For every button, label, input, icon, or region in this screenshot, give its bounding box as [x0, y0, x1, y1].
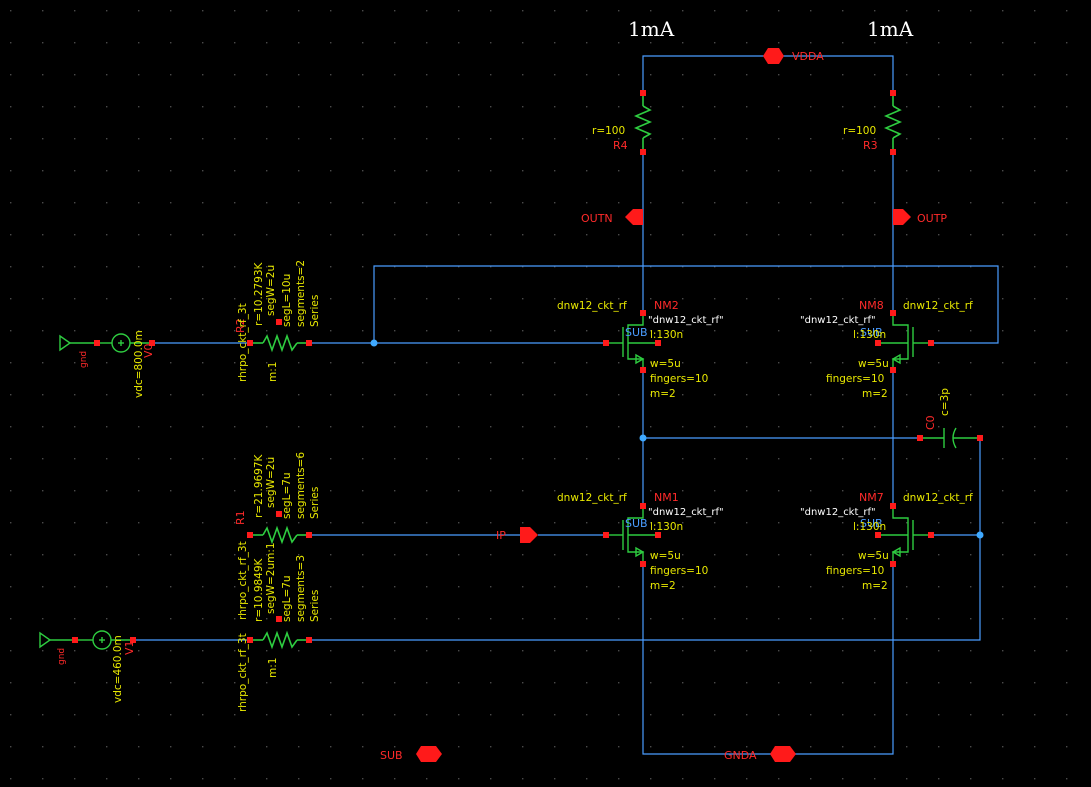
outp-pin-label: OUTP	[917, 212, 947, 225]
nm2-model-quoted: "dnw12_ckt_rf"	[648, 315, 724, 326]
ip-pin[interactable]: IP	[496, 527, 538, 543]
r2-segments: segments=2	[295, 260, 307, 327]
nm1-name: NM1	[654, 491, 679, 504]
resistor-r2[interactable]: R2 r=10.2793K segW=2u segL=10u segments=…	[234, 260, 321, 382]
r0-m: m:1	[267, 658, 279, 678]
r3-value: r=100	[843, 125, 876, 137]
outn-pin-label: OUTN	[581, 212, 613, 225]
nm7-sub: SUB	[860, 517, 883, 530]
gnda-pin-label: GNDA	[724, 749, 757, 762]
nm1-l: l:130n	[650, 521, 683, 533]
nm1-w: w=5u	[650, 550, 681, 562]
nm8-fingers: fingers=10	[826, 373, 884, 385]
nm8-name: NM8	[859, 299, 884, 312]
nm2-m: m=2	[650, 388, 676, 400]
r2-name: R2	[234, 318, 247, 333]
nm1-fingers: fingers=10	[650, 565, 708, 577]
v1-vdc: vdc=460.0m	[112, 635, 124, 703]
r0-model-top: rhrpo_ckt_rf_3t	[237, 541, 249, 620]
nm2-sub: SUB	[625, 326, 648, 339]
grid-dots	[10, 10, 1068, 780]
r3-name: R3	[863, 139, 878, 152]
junction-dot	[639, 434, 647, 442]
r4-value: r=100	[592, 125, 625, 137]
r1-segments: segments=6	[295, 452, 307, 519]
nm7-model-quoted: "dnw12_ckt_rf"	[800, 507, 876, 518]
v0-gnd: gnd	[79, 351, 89, 368]
r4-name: R4	[613, 139, 628, 152]
r0-segments: segments=3	[295, 555, 307, 622]
current-annotation-right: 1mA	[867, 17, 914, 41]
junction-dot	[976, 531, 984, 539]
nm7-model: dnw12_ckt_rf	[903, 492, 973, 504]
current-annotation-left: 1mA	[628, 17, 675, 41]
transistor-nm2[interactable]: dnw12_ckt_rf NM2 "dnw12_ckt_rf" SUB l:13…	[557, 299, 724, 400]
nm8-model-quoted: "dnw12_ckt_rf"	[800, 315, 876, 326]
source-v1[interactable]: V1 vdc=460.0m gnd	[39, 630, 136, 703]
wires	[136, 55, 999, 755]
r2-segl: segL=10u	[281, 274, 293, 327]
resistor-r4[interactable]: r=100 R4	[592, 90, 653, 155]
v0-name: V0	[142, 343, 155, 358]
sub-pin[interactable]: SUB	[380, 746, 442, 762]
v1-gnd: gnd	[57, 648, 67, 665]
r0-series: Series	[309, 590, 321, 622]
c0-name: C0	[924, 415, 937, 430]
transistor-nm7[interactable]: NM7 dnw12_ckt_rf "dnw12_ckt_rf" SUB l:13…	[800, 491, 973, 592]
r2-series: Series	[309, 295, 321, 327]
r1-series: Series	[309, 487, 321, 519]
nm2-w: w=5u	[650, 358, 681, 370]
r2-r: r=10.2793K	[253, 261, 265, 326]
nm1-model: dnw12_ckt_rf	[557, 492, 627, 504]
transistor-nm8[interactable]: NM8 dnw12_ckt_rf "dnw12_ckt_rf" SUB l:13…	[800, 299, 973, 400]
r1-segl: segL=7u	[281, 472, 293, 519]
nm2-l: l:130n	[650, 329, 683, 341]
nm8-m: m=2	[862, 388, 888, 400]
v0-vdc: vdc=800.0m	[133, 330, 145, 398]
gnda-pin[interactable]: GNDA	[724, 746, 796, 762]
nm2-model: dnw12_ckt_rf	[557, 300, 627, 312]
nm7-m: m=2	[862, 580, 888, 592]
r2-m: m:1	[267, 362, 279, 382]
nm7-fingers: fingers=10	[826, 565, 884, 577]
v1-name: V1	[123, 640, 136, 655]
r0-segl: segL=7u	[281, 575, 293, 622]
c0-value: c=3p	[939, 388, 951, 416]
capacitor-c0[interactable]: C0 c=3p	[917, 388, 983, 449]
nm8-model: dnw12_ckt_rf	[903, 300, 973, 312]
nm8-w: w=5u	[858, 358, 889, 370]
nm7-w: w=5u	[858, 550, 889, 562]
vdda-pin[interactable]: VDDA	[763, 48, 824, 64]
transistor-nm1[interactable]: dnw12_ckt_rf NM1 "dnw12_ckt_rf" SUB l:13…	[557, 491, 724, 592]
ip-pin-label: IP	[496, 529, 506, 542]
source-v0[interactable]: V0 vdc=800.0m gnd	[59, 330, 155, 398]
r0-segw: segW=2um:1	[265, 542, 277, 614]
nm1-sub: SUB	[625, 517, 648, 530]
nm2-name: NM2	[654, 299, 679, 312]
outp-pin[interactable]: OUTP	[893, 209, 947, 225]
nm8-sub: SUB	[860, 326, 883, 339]
nm1-model-quoted: "dnw12_ckt_rf"	[648, 507, 724, 518]
outn-pin[interactable]: OUTN	[581, 209, 643, 225]
nm8-l: l:130n	[853, 329, 886, 341]
resistor-r1[interactable]: R1 r=21.9697K segW=2u segL=7u segments=6…	[234, 452, 321, 545]
sub-pin-label: SUB	[380, 749, 403, 762]
r2-model: rhrpo_ckt_rf_3t	[237, 303, 249, 382]
nm1-m: m=2	[650, 580, 676, 592]
r1-r: r=21.9697K	[253, 453, 265, 518]
nm7-l: l:130n	[853, 521, 886, 533]
junction-dot	[370, 339, 378, 347]
vdda-pin-label: VDDA	[792, 50, 824, 63]
resistor-r3[interactable]: r=100 R3	[843, 90, 903, 155]
resistor-r0[interactable]: rhrpo_ckt_rf_3t r=10.9849K segW=2um:1 se…	[237, 541, 321, 712]
nm7-name: NM7	[859, 491, 884, 504]
nm2-fingers: fingers=10	[650, 373, 708, 385]
r0-r: r=10.9849K	[253, 557, 265, 622]
r1-segw: segW=2u	[265, 457, 277, 508]
r0-model-bottom: rhrpo_ckt_rf_3t	[237, 633, 249, 712]
r2-segw: segW=2u	[265, 265, 277, 316]
r1-name: R1	[234, 510, 247, 525]
